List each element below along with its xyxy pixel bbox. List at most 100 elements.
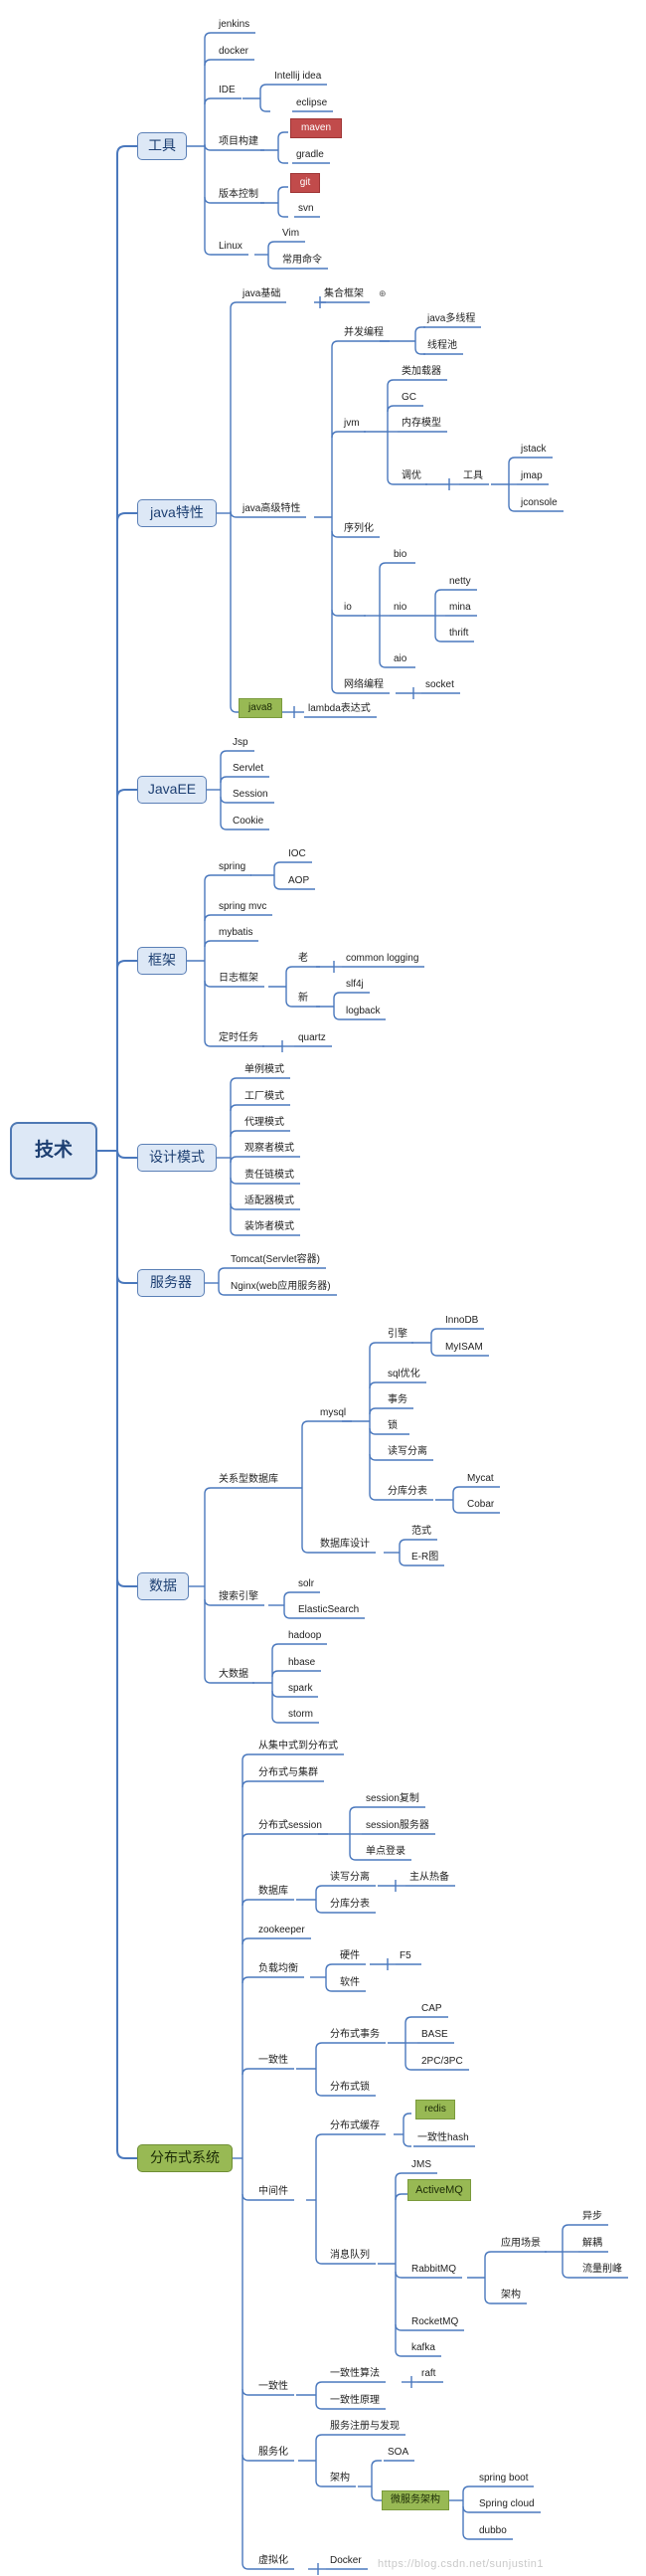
node-nginx[interactable]: Nginx(web应用服务器) — [231, 1281, 331, 1292]
node-vcs[interactable]: 版本控制 — [219, 189, 258, 200]
node-gradle[interactable]: gradle — [296, 149, 324, 160]
node-bigdata[interactable]: 大数据 — [219, 1669, 248, 1680]
node-cobar[interactable]: Cobar — [467, 1499, 495, 1510]
node-zookeeper[interactable]: zookeeper — [258, 1925, 305, 1935]
node-classloader[interactable]: 类加载器 — [402, 366, 441, 377]
node-logging[interactable]: 日志框架 — [219, 973, 258, 984]
node-scenarios[interactable]: 应用场景 — [501, 2238, 541, 2249]
node-dist-rw-split[interactable]: 读写分离 — [330, 1872, 370, 1883]
node-common-cmd[interactable]: 常用命令 — [282, 255, 322, 266]
node-build[interactable]: 项目构建 — [219, 136, 258, 147]
node-memory-model[interactable]: 内存模型 — [402, 418, 441, 429]
node-java8[interactable]: java8 — [239, 698, 282, 718]
node-raft[interactable]: raft — [421, 2368, 436, 2379]
node-consistency2[interactable]: 一致性 — [258, 2381, 288, 2392]
node-hardware[interactable]: 硬件 — [340, 1950, 360, 1961]
node-bio[interactable]: bio — [394, 549, 407, 560]
node-docker[interactable]: docker — [219, 46, 249, 57]
node-normal-form[interactable]: 范式 — [411, 1526, 431, 1537]
branch-distributed[interactable]: 分布式系统 — [137, 2144, 233, 2172]
node-springmvc[interactable]: spring mvc — [219, 901, 267, 912]
node-architecture[interactable]: 架构 — [330, 2473, 350, 2484]
node-er[interactable]: E-R图 — [411, 1552, 439, 1563]
branch-framework[interactable]: 框架 — [137, 947, 187, 975]
node-vim[interactable]: Vim — [282, 228, 300, 239]
node-jsp[interactable]: Jsp — [233, 737, 248, 748]
node-servlet[interactable]: Servlet — [233, 763, 264, 774]
node-rdb[interactable]: 关系型数据库 — [219, 1474, 278, 1485]
node-svn[interactable]: svn — [298, 203, 314, 214]
node-mybatis[interactable]: mybatis — [219, 927, 253, 938]
node-session-server[interactable]: session服务器 — [366, 1820, 429, 1831]
node-quartz[interactable]: quartz — [298, 1032, 326, 1043]
node-jstack[interactable]: jstack — [521, 444, 547, 455]
node-dist-sharding[interactable]: 分库分表 — [330, 1899, 370, 1910]
node-aio[interactable]: aio — [394, 653, 407, 664]
node-mina[interactable]: mina — [449, 602, 471, 613]
node-registry[interactable]: 服务注册与发现 — [330, 2421, 400, 2432]
branch-javaee[interactable]: JavaEE — [137, 776, 207, 804]
node-java-basics[interactable]: java基础 — [242, 288, 281, 299]
node-central-to-dist[interactable]: 从集中式到分布式 — [258, 1741, 338, 1751]
branch-server[interactable]: 服务器 — [137, 1269, 205, 1297]
node-cap[interactable]: CAP — [421, 2003, 442, 2014]
node-dist-database[interactable]: 数据库 — [258, 1886, 288, 1897]
node-thrift[interactable]: thrift — [449, 628, 469, 639]
node-io[interactable]: io — [344, 602, 352, 613]
node-threadpool[interactable]: 线程池 — [427, 340, 457, 351]
node-kafka[interactable]: kafka — [411, 2342, 435, 2353]
node-engine[interactable]: 引擎 — [388, 1329, 407, 1340]
node-peak-shaving[interactable]: 流量削峰 — [582, 2264, 622, 2275]
node-dist-cluster[interactable]: 分布式与集群 — [258, 1767, 318, 1778]
node-collections[interactable]: 集合框架 — [324, 288, 364, 299]
node-dist-session[interactable]: 分布式session — [258, 1820, 322, 1831]
node-cookie[interactable]: Cookie — [233, 816, 264, 827]
node-soa[interactable]: SOA — [388, 2447, 409, 2458]
node-multithread[interactable]: java多线程 — [427, 313, 476, 324]
node-middleware[interactable]: 中间件 — [258, 2186, 288, 2197]
node-socket[interactable]: socket — [425, 679, 454, 690]
node-sharding[interactable]: 分库分表 — [388, 1486, 427, 1497]
node-spring-boot[interactable]: spring boot — [479, 2473, 529, 2484]
node-netty[interactable]: netty — [449, 576, 471, 587]
node-mycat[interactable]: Mycat — [467, 1473, 494, 1484]
node-log-new[interactable]: 新 — [298, 993, 308, 1004]
node-activemq[interactable]: ActiveMQ — [407, 2179, 471, 2201]
node-intellij[interactable]: Intellij idea — [274, 71, 322, 82]
node-es[interactable]: ElasticSearch — [298, 1604, 360, 1615]
node-transaction[interactable]: 事务 — [388, 1394, 407, 1405]
node-pattern[interactable]: 代理模式 — [244, 1117, 284, 1128]
node-f5[interactable]: F5 — [400, 1950, 411, 1961]
node-gc[interactable]: GC — [402, 392, 416, 403]
expand-icon[interactable]: ⊕ — [379, 288, 387, 298]
node-mq[interactable]: 消息队列 — [330, 2250, 370, 2261]
node-slf4j[interactable]: slf4j — [346, 979, 364, 990]
node-spring-cloud[interactable]: Spring cloud — [479, 2498, 535, 2509]
node-virtualization[interactable]: 虚拟化 — [258, 2555, 288, 2566]
node-spring[interactable]: spring — [219, 861, 246, 872]
node-solr[interactable]: solr — [298, 1578, 315, 1589]
node-rabbitmq[interactable]: RabbitMQ — [411, 2264, 457, 2275]
node-hbase[interactable]: hbase — [288, 1657, 316, 1668]
node-consensus-theory[interactable]: 一致性原理 — [330, 2395, 380, 2406]
node-common-logging[interactable]: common logging — [346, 953, 419, 964]
node-servitization[interactable]: 服务化 — [258, 2447, 288, 2458]
node-innodb[interactable]: InnoDB — [445, 1315, 479, 1326]
node-rocketmq[interactable]: RocketMQ — [411, 2316, 459, 2327]
node-dubbo[interactable]: dubbo — [479, 2525, 507, 2536]
node-git[interactable]: git — [290, 173, 320, 193]
node-storm[interactable]: storm — [288, 1709, 313, 1720]
node-pattern[interactable]: 观察者模式 — [244, 1143, 294, 1154]
node-pattern[interactable]: 工厂模式 — [244, 1091, 284, 1102]
node-jvm-tools[interactable]: 工具 — [463, 470, 483, 481]
node-ide[interactable]: IDE — [219, 85, 236, 95]
node-session-copy[interactable]: session复制 — [366, 1793, 419, 1804]
node-redis[interactable]: redis — [415, 2100, 455, 2119]
node-jms[interactable]: JMS — [411, 2159, 431, 2170]
node-nio[interactable]: nio — [394, 602, 407, 613]
node-lambda[interactable]: lambda表达式 — [308, 703, 371, 714]
node-rw-split[interactable]: 读写分离 — [388, 1446, 427, 1457]
root-node[interactable]: 技术 — [10, 1122, 97, 1180]
node-rabbit-arch[interactable]: 架构 — [501, 2290, 521, 2300]
node-consistency[interactable]: 一致性 — [258, 2055, 288, 2066]
